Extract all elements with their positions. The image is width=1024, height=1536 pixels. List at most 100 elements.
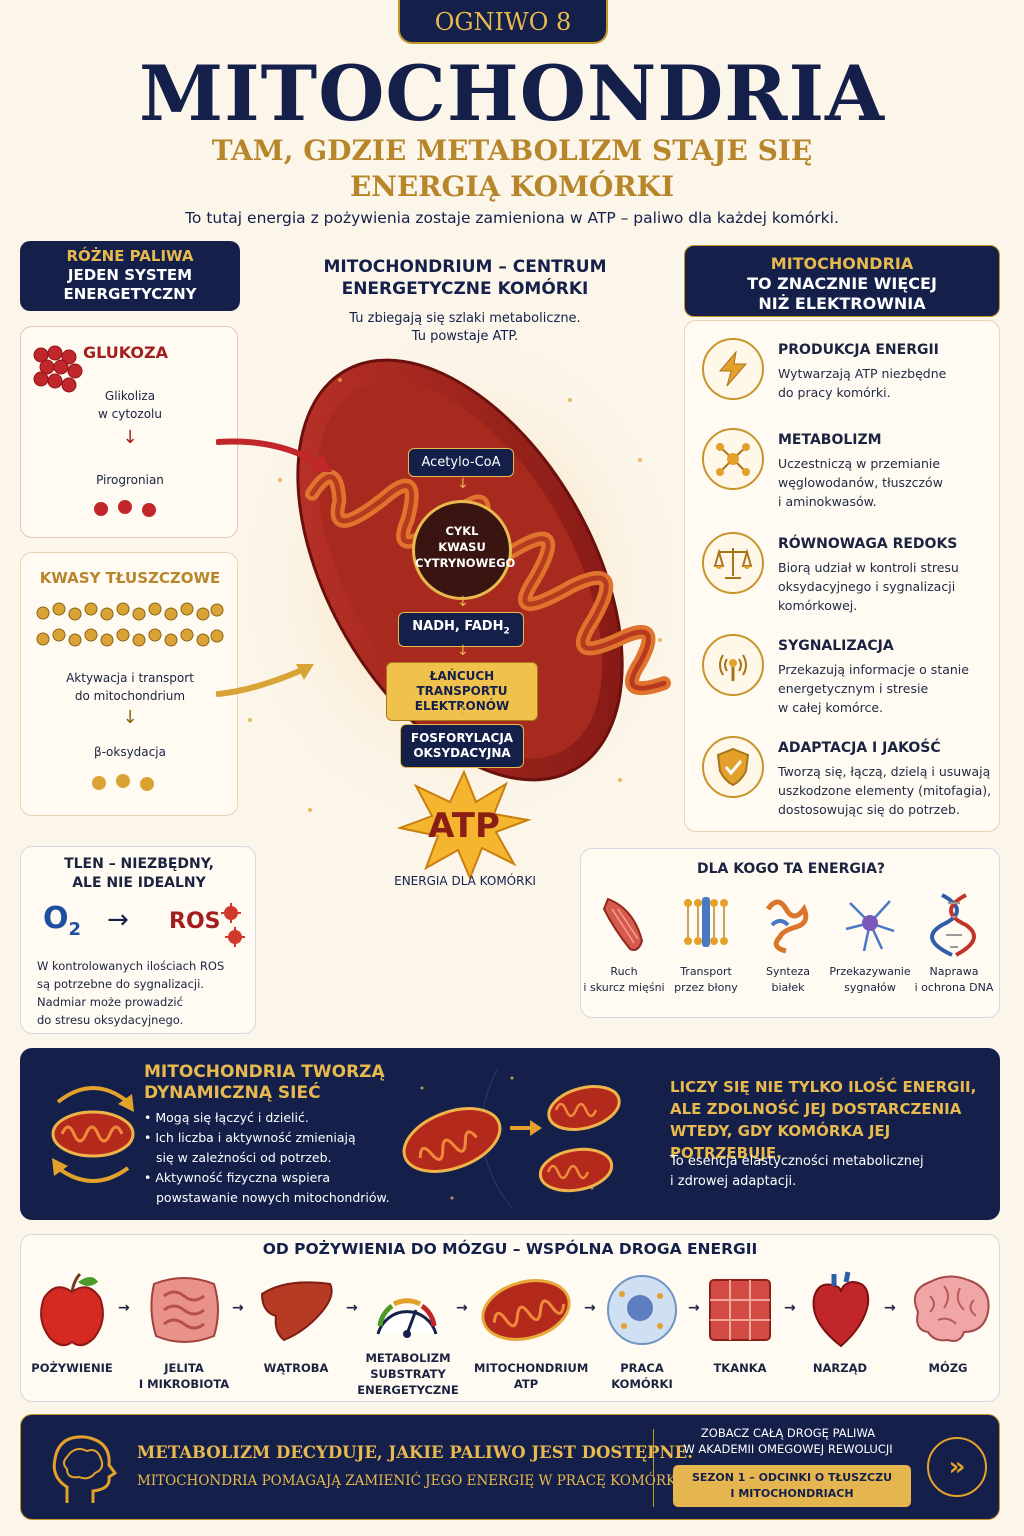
nadh-label: NADH, FADH xyxy=(412,619,504,634)
feature-text-redox-2: oksydacyjnego i sygnalizacji xyxy=(778,579,956,594)
feature-title-metabolism: METABOLIZM xyxy=(778,432,882,448)
oxygen-card: TLEN – NIEZBĘDNY, ALE NIE IDEALNY O2 → R… xyxy=(20,846,256,1034)
oxygen-text-1: W kontrolowanych ilościach ROS xyxy=(37,959,225,973)
feature-text-energy: Wytwarzają ATP niezbędne do pracy komórk… xyxy=(778,364,998,402)
path-arrow-8-icon: → xyxy=(884,1300,896,1316)
feature-row-redox: RÓWNOWAGA REDOKS Biorą udział w kontroli… xyxy=(700,532,996,632)
path-arrow-4-icon: → xyxy=(456,1300,468,1316)
feature-text-energy-2: do pracy komórki. xyxy=(778,385,891,400)
footer-banner: METABOLIZM DECYDUJE, JAKIE PALIWO JEST D… xyxy=(20,1414,1000,1520)
who-item-muscle-2: i skurcz mięśni xyxy=(583,981,665,994)
feature-text-signaling-2: energetycznym i stresie xyxy=(778,681,929,696)
network-note-1: To esencja elastyczności metabolicznej xyxy=(670,1154,924,1169)
path-arrow-5-icon: → xyxy=(584,1300,596,1316)
path-label-liver-1: WĄTROBA xyxy=(263,1361,329,1375)
network-note: To esencja elastyczności metabolicznej i… xyxy=(670,1152,990,1192)
gauge-icon xyxy=(376,1298,438,1338)
center-title: MITOCHONDRIUM – CENTRUM ENERGETYCZNE KOM… xyxy=(290,256,640,300)
fatty-acids-title: KWASY TŁUSZCZOWE xyxy=(39,569,221,587)
path-label-mito: MITOCHONDRIUM ATP xyxy=(474,1360,588,1392)
o2-label: O2 xyxy=(43,901,81,940)
path-label-cell-1: PRACA xyxy=(620,1361,664,1375)
fatty-acids-arrow-icon: ↓ xyxy=(122,707,138,728)
tissue-icon xyxy=(709,1279,771,1341)
glucose-card: GLUKOZA Glikoliza w cytozolu ↓ Pirogroni… xyxy=(20,326,238,538)
o2-arrow-icon: → xyxy=(107,905,129,935)
path-arrow-6-icon: → xyxy=(688,1300,700,1316)
path-label-gut-2: I MIKROBIOTA xyxy=(138,1377,230,1391)
feature-text-adaptation: Tworzą się, łączą, dzielą i usuwają uszk… xyxy=(778,762,1002,819)
who-item-dna-2: i ochrona DNA xyxy=(914,981,994,994)
path-label-brain-1: MÓZG xyxy=(928,1361,968,1375)
flow-arrow-3-icon: ↓ xyxy=(457,643,469,659)
pyruvate-molecules-icon xyxy=(94,500,156,517)
network-bullet-1: • Mogą się łączyć i dzielić. xyxy=(144,1110,309,1125)
season-badge[interactable]: SEZON 1 – ODCINKI O TŁUSZCZU I MITOCHOND… xyxy=(673,1465,911,1507)
fuels-header-line2: JEDEN SYSTEM xyxy=(67,266,193,284)
network-bullet-2: • Ich liczba i aktywność zmieniają xyxy=(144,1130,356,1145)
shield-icon xyxy=(702,736,764,798)
center-title-1: MITOCHONDRIUM – CENTRUM xyxy=(323,257,607,277)
footer-cta: ZOBACZ CAŁĄ DROGĘ PALIWA W AKADEMII OMEG… xyxy=(661,1425,915,1457)
glucose-step1-b: w cytozolu xyxy=(98,407,162,421)
muscle-icon xyxy=(602,897,644,951)
ros-virus-icon xyxy=(221,903,245,947)
neuron-icon xyxy=(845,900,895,952)
path-label-liver: WĄTROBA xyxy=(244,1360,348,1376)
who-item-muscle: Ruch i skurcz mięśni xyxy=(581,889,667,996)
footer-line-2: MITOCHONDRIA POMAGAJĄ ZAMIENIĆ JEGO ENER… xyxy=(137,1473,686,1489)
path-label-food: POŻYWIENIE xyxy=(20,1360,124,1376)
feature-text-metabolism: Uczestniczą w przemianie węglowodanów, t… xyxy=(778,454,998,511)
who-card: DLA KOGO TA ENERGIA? Ruch i skurcz mięśn… xyxy=(580,848,1000,1018)
feature-text-adaptation-2: uszkodzone elementy (mitofagia), xyxy=(778,783,992,798)
feature-text-metabolism-2: węglowodanów, tłuszczów xyxy=(778,475,943,490)
glucose-molecule-icon xyxy=(33,345,83,393)
path-label-brain: MÓZG xyxy=(896,1360,1000,1376)
feature-row-metabolism: METABOLIZM Uczestniczą w przemianie węgl… xyxy=(700,428,996,528)
path-label-metabolism: METABOLIZM SUBSTRATY ENERGETYCZNE xyxy=(356,1350,460,1398)
network-title-2: DYNAMICZNĄ SIEĆ xyxy=(144,1083,321,1103)
network-quote-1: LICZY SIĘ NIE TYLKO ILOŚĆ ENERGII, xyxy=(670,1078,977,1096)
brain-icon xyxy=(914,1275,990,1342)
feature-text-redox-3: komórkowej. xyxy=(778,598,858,613)
lightning-icon xyxy=(702,338,764,400)
network-quote-2: ALE ZDOLNOŚĆ JEJ DOSTARCZENIA xyxy=(670,1100,962,1118)
path-label-mito-2: ATP xyxy=(513,1377,539,1391)
molecule-icon xyxy=(702,428,764,490)
flow-arrow-2-icon: ↓ xyxy=(457,594,469,610)
network-bullet-3b: powstawanie nowych mitochondriów. xyxy=(156,1190,390,1205)
electron-transport-box: ŁAŃCUCH TRANSPORTU ELEKTRONÓW xyxy=(386,662,538,721)
next-button[interactable]: » xyxy=(927,1437,987,1497)
path-label-tissue-1: TKANKA xyxy=(713,1361,767,1375)
feature-title-energy: PRODUKCJA ENERGII xyxy=(778,342,939,358)
mtp-header-3: NIŻ ELEKTROWNIA xyxy=(758,294,926,313)
who-item-signals: Przekazywanie sygnałów xyxy=(827,889,913,996)
double-chevron-right-icon: » xyxy=(948,1452,966,1482)
mitochondria-fission-icon xyxy=(402,1068,621,1208)
feature-text-metabolism-1: Uczestniczą w przemianie xyxy=(778,456,941,471)
citric-cycle-2: KWASU xyxy=(438,540,486,554)
glucose-step1-a: Glikoliza xyxy=(104,389,156,403)
o2-label-o: O xyxy=(43,901,69,936)
liver-icon xyxy=(260,1281,333,1342)
feature-text-energy-1: Wytwarzają ATP niezbędne xyxy=(778,366,947,381)
atp-burst-icon xyxy=(396,770,532,880)
path-label-metabolism-3: ENERGETYCZNE xyxy=(357,1383,459,1397)
center-title-2: ENERGETYCZNE KOMÓRKI xyxy=(341,279,589,299)
cycle-arrows-icon xyxy=(51,1086,135,1183)
oxygen-text-2: są potrzebne do sygnalizacji. xyxy=(37,977,204,991)
etc-1: ŁAŃCUCH TRANSPORTU xyxy=(416,669,508,698)
path-arrow-1-icon: → xyxy=(118,1300,130,1316)
citric-cycle-3: CYTRYNOWEGO xyxy=(415,556,516,570)
network-title-1: MITOCHONDRIA TWORZĄ xyxy=(144,1062,385,1082)
season-badge-2: I MITOCHONDRIACH xyxy=(730,1487,854,1500)
citric-acid-cycle: CYKL KWASU CYTRYNOWEGO xyxy=(412,500,516,600)
network-title: MITOCHONDRIA TWORZĄ DYNAMICZNĄ SIEĆ xyxy=(144,1062,385,1104)
path-label-gut-1: JELITA xyxy=(164,1361,204,1375)
feature-title-adaptation: ADAPTACJA I JAKOŚĆ xyxy=(778,740,941,756)
feature-text-redox: Biorą udział w kontroli stresu oksydacyj… xyxy=(778,558,998,615)
mtp-header-1: MITOCHONDRIA xyxy=(770,254,914,273)
feature-text-adaptation-1: Tworzą się, łączą, dzielą i usuwają xyxy=(778,764,991,779)
oxidative-phosphorylation-box: FOSFORYLACJA OKSYDACYJNA xyxy=(400,724,524,768)
feature-text-signaling: Przekazują informacje o stanie energetyc… xyxy=(778,660,998,717)
